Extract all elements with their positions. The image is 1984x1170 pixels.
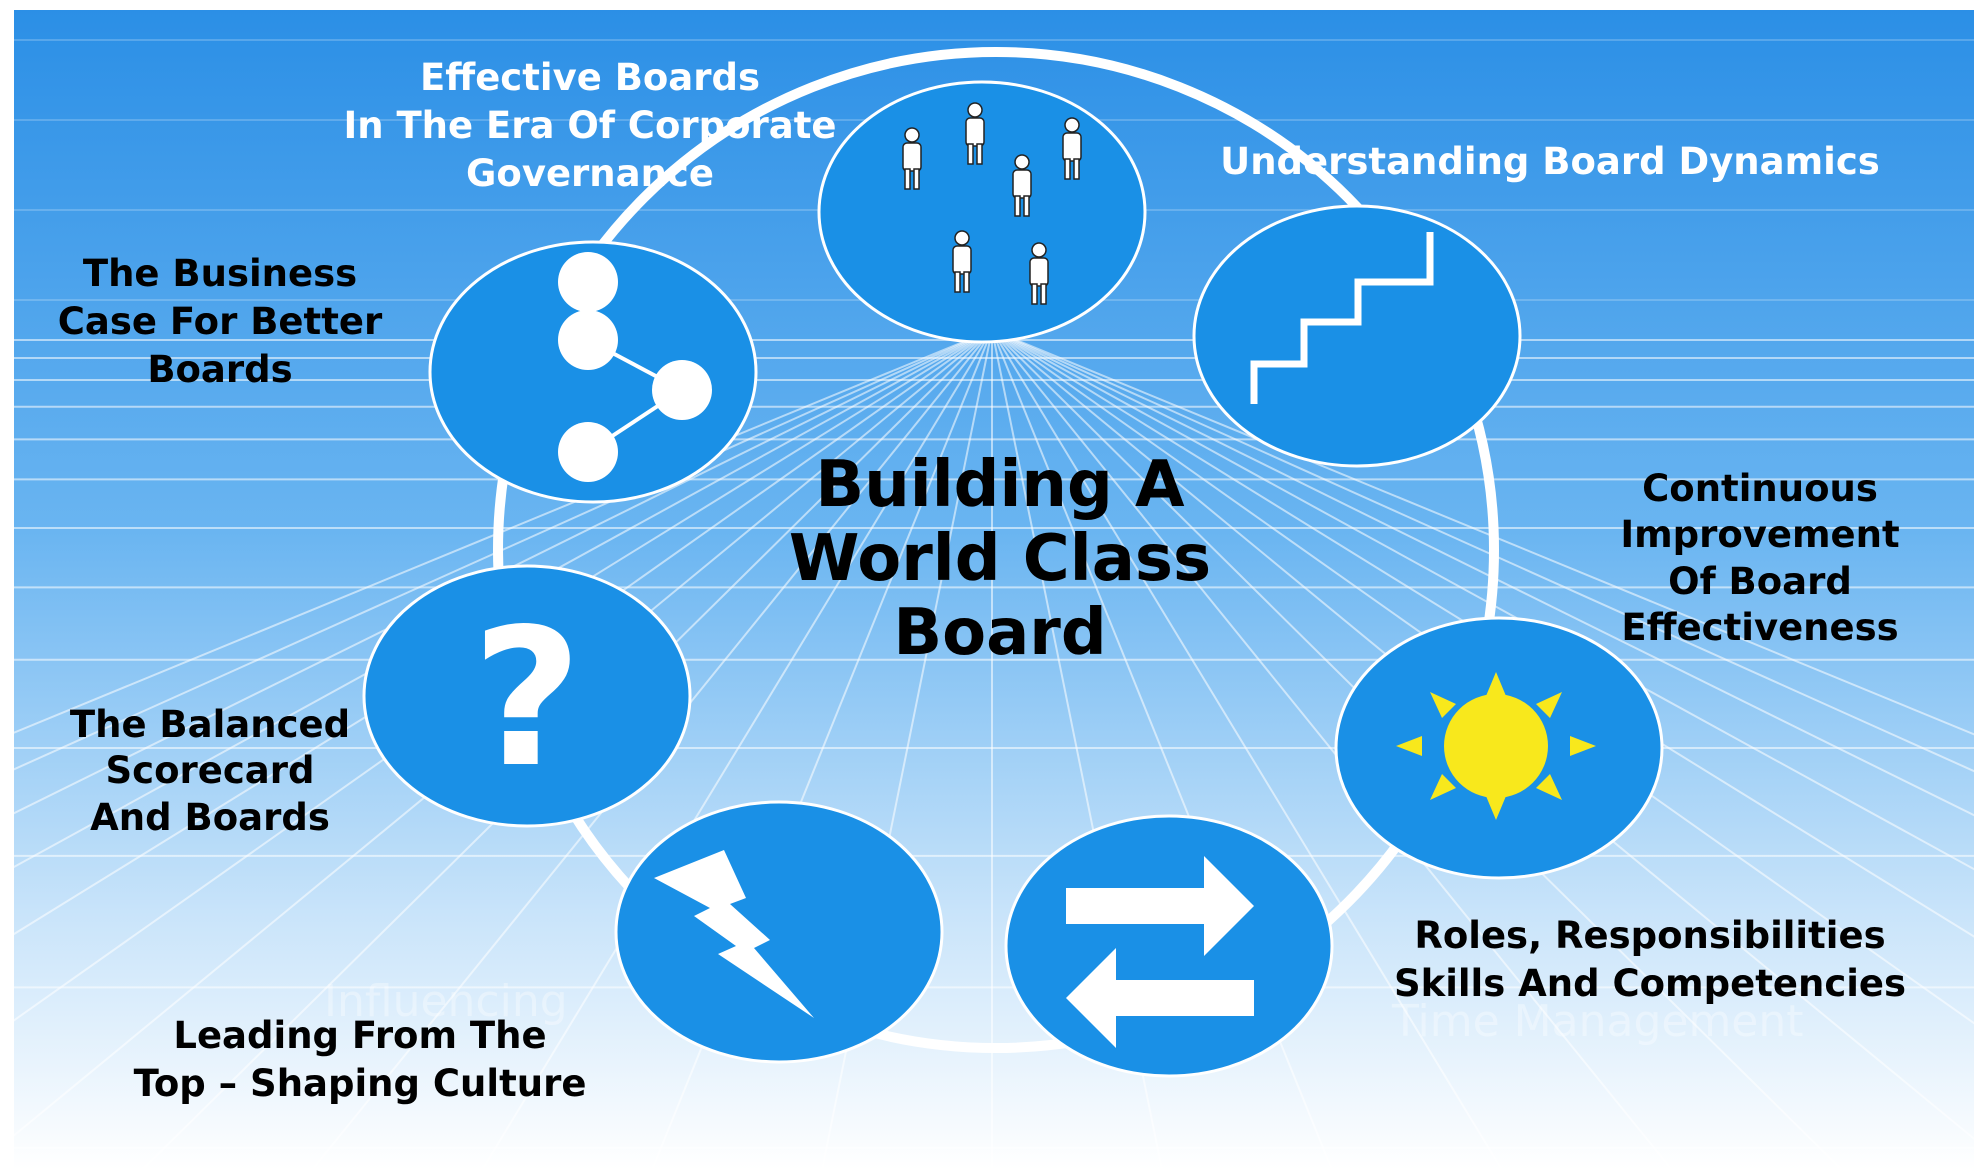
- ghost-label-time-management: Time Management: [1392, 996, 1804, 1047]
- node-sun: [1334, 616, 1664, 880]
- label-continuous-improvement: Continuous Improvement Of Board Effectiv…: [1620, 467, 1900, 649]
- label-business-case: The Business Case For Better Boards: [57, 252, 383, 392]
- people-icon: [902, 102, 1082, 305]
- staircase-icon: [1250, 232, 1434, 404]
- ring: [493, 47, 1499, 1053]
- diagram-title: Building A World Class Board: [788, 448, 1212, 671]
- node-network: [428, 240, 758, 504]
- node-staircase: [1192, 204, 1522, 468]
- exchange-arrows-icon: [1066, 856, 1254, 1048]
- node-people: [817, 80, 1147, 344]
- node-question: ?: [362, 564, 692, 828]
- label-roles-responsibilities: Roles, Responsibilities Skills And Compe…: [1393, 914, 1907, 1006]
- sun-icon: [1396, 672, 1596, 820]
- lightning-icon: [654, 850, 814, 1018]
- ghost-label-influencing: Influencing: [324, 976, 568, 1027]
- node-exchange-arrows: [1004, 814, 1334, 1078]
- label-board-dynamics: Understanding Board Dynamics: [1220, 140, 1880, 183]
- label-leading-from-top: Leading From The Top – Shaping Culture: [133, 1014, 587, 1106]
- network-icon: [558, 252, 712, 482]
- label-effective-boards: Effective Boards In The Era Of Corporate…: [343, 56, 837, 196]
- question-mark-icon: ?: [472, 588, 582, 809]
- label-balanced-scorecard: The Balanced Scorecard And Boards: [69, 703, 351, 839]
- node-lightning: [614, 800, 944, 1064]
